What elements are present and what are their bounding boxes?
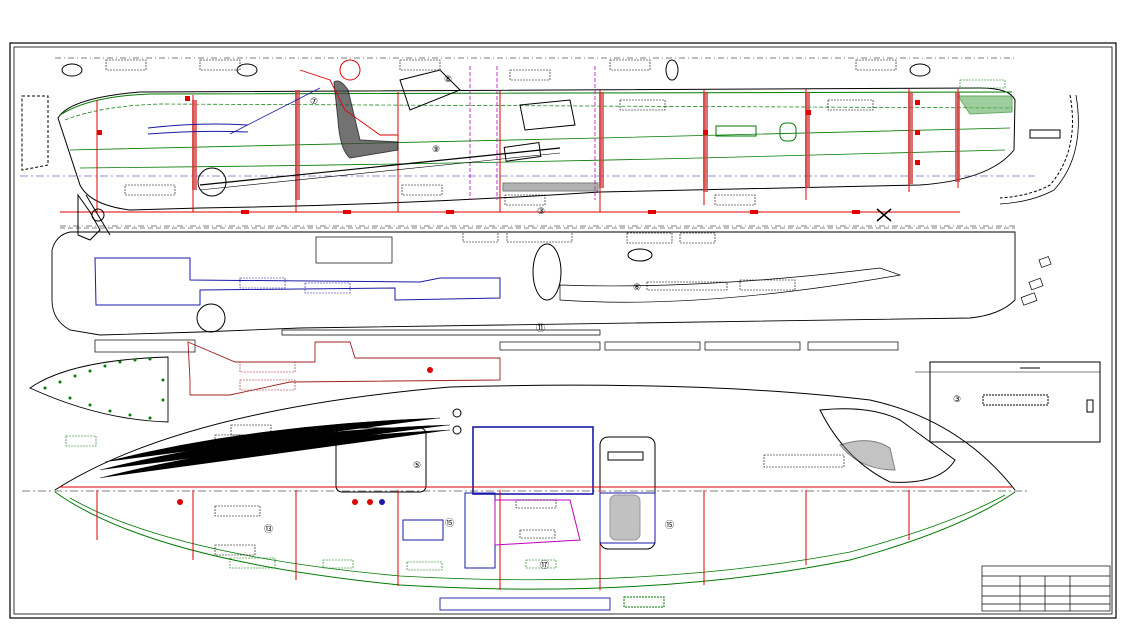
callout: ⑬ bbox=[264, 524, 273, 535]
callout: ⑪ bbox=[536, 323, 545, 334]
transom-detail-view: ③ bbox=[915, 361, 1101, 443]
deck-plan-view: ⑤ ⑬ ⑮ ⑰ ⑮ bbox=[22, 356, 1030, 611]
title-block bbox=[981, 565, 1111, 612]
callout: ⑰ bbox=[540, 560, 549, 571]
callout: ③ bbox=[537, 207, 545, 217]
callout: ⑤ bbox=[413, 461, 421, 471]
hull-profile bbox=[57, 87, 1016, 211]
crosshair-icon bbox=[876, 208, 892, 222]
inner-border bbox=[13, 46, 1113, 615]
deck-outline bbox=[54, 384, 1016, 491]
callout: ③ bbox=[953, 395, 961, 405]
side-elevation-view: ⑧ ⑨ ③ ⑦ bbox=[20, 57, 1079, 241]
callout: ⑮ bbox=[445, 518, 454, 529]
callout: ⑥ bbox=[633, 283, 641, 293]
callout: ⑮ bbox=[665, 520, 674, 531]
callout: ⑦ bbox=[310, 97, 318, 107]
callout: ⑧ bbox=[444, 75, 452, 85]
outer-border bbox=[9, 42, 1117, 619]
cut-parts-view: ⑥ ⑪ bbox=[51, 227, 1052, 396]
callout: ⑨ bbox=[432, 145, 440, 155]
circle-marker-icon bbox=[177, 367, 462, 505]
